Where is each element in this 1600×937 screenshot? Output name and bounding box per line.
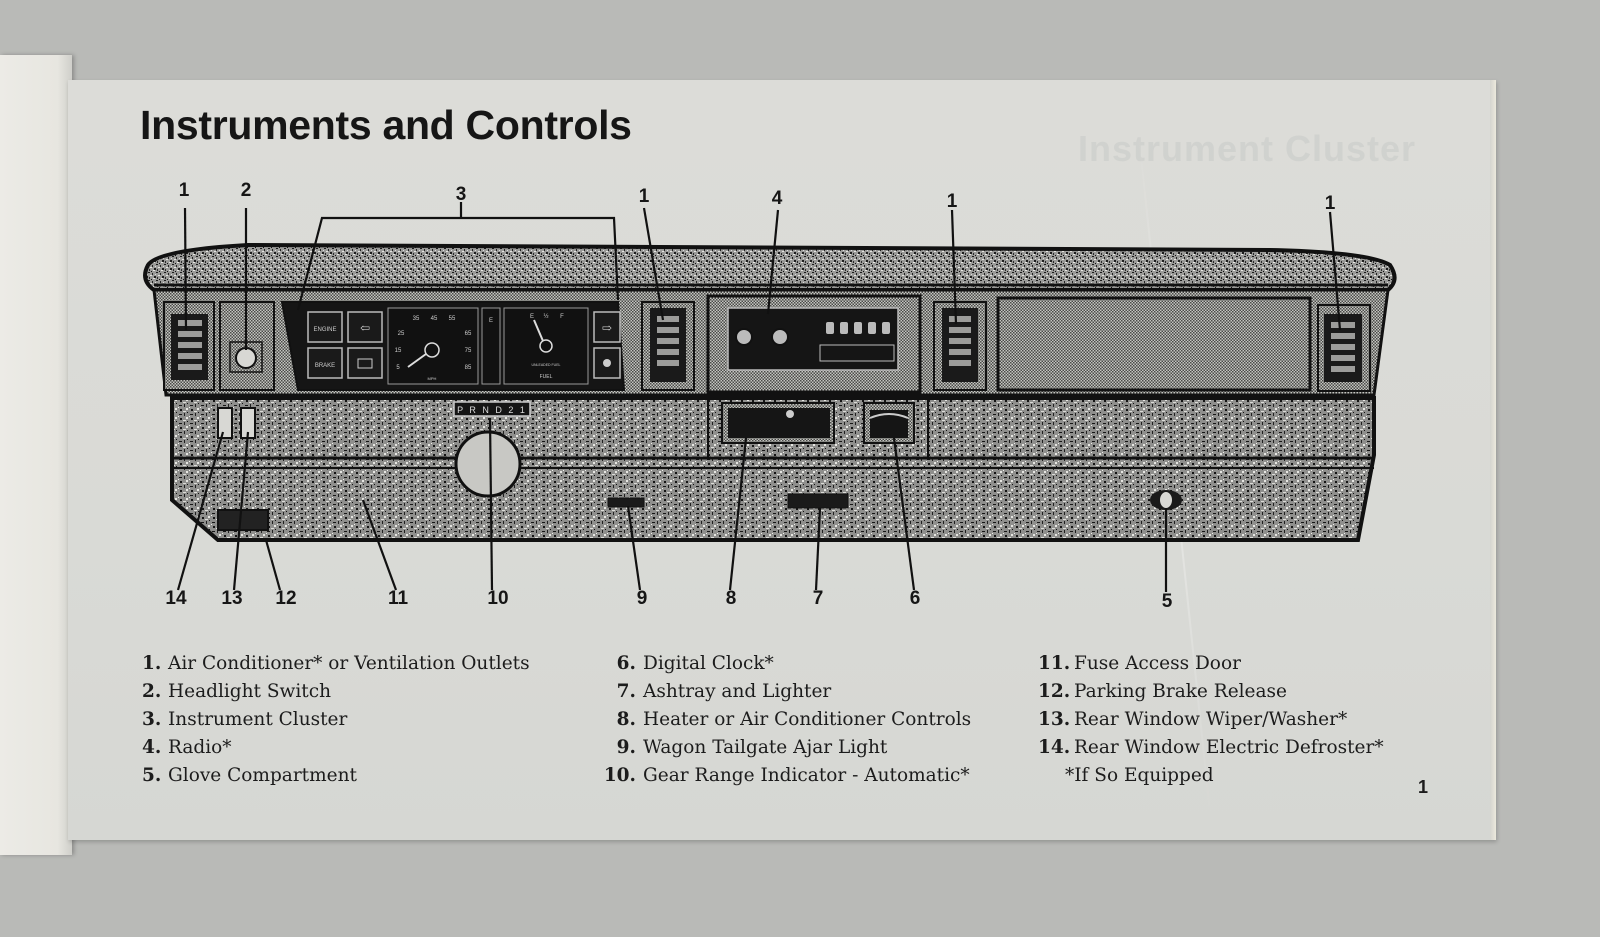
svg-text:½: ½	[543, 313, 548, 320]
callout-11: 11	[387, 588, 409, 609]
glove-box-lock	[1150, 490, 1182, 510]
svg-text:E: E	[530, 314, 534, 320]
svg-text:ENGINE: ENGINE	[313, 327, 336, 333]
svg-text:85: 85	[465, 365, 472, 371]
callout-2: 2	[240, 180, 252, 201]
digital-clock	[863, 402, 915, 444]
svg-text:E: E	[489, 318, 493, 324]
passenger-panel	[996, 296, 1312, 392]
rear-defroster-switch	[217, 407, 233, 439]
page-number: 1	[1418, 777, 1429, 797]
gear-range-indicator	[453, 401, 531, 417]
callout-13: 13	[221, 588, 243, 609]
dash-top-pad	[143, 242, 1397, 292]
facing-page-left	[0, 55, 72, 855]
legend-item: 10.Gear Range Indicator - Automatic*	[603, 765, 970, 786]
center-right-vent	[933, 301, 987, 391]
legend-item: 11.Fuse Access Door	[1038, 653, 1241, 674]
callout-1: 1	[178, 180, 190, 201]
callout-4: 4	[771, 188, 783, 209]
svg-text:25: 25	[398, 331, 405, 337]
legend-item: 7.Ashtray and Lighter	[616, 681, 832, 702]
page-edge	[1490, 80, 1496, 840]
legend-item: 5.Glove Compartment	[142, 765, 357, 786]
svg-text:UNLEADED FUEL: UNLEADED FUEL	[532, 363, 561, 367]
svg-text:5: 5	[396, 365, 400, 371]
callout-1: 1	[946, 191, 958, 212]
callout-8: 8	[725, 588, 737, 609]
legend-item: 1.Air Conditioner* or Ventilation Outlet…	[142, 653, 530, 674]
callout-9: 9	[636, 588, 648, 609]
svg-text:65: 65	[465, 331, 472, 337]
legend-item: 8.Heater or Air Conditioner Controls	[616, 709, 972, 730]
bleed-through-title: Instrument Cluster	[1078, 128, 1417, 169]
svg-text:55: 55	[449, 316, 456, 322]
callout-10: 10	[487, 588, 509, 609]
footnote: *If So Equipped	[1065, 765, 1214, 786]
legend-column-3: 11.Fuse Access Door 12.Parking Brake Rel…	[1038, 650, 1384, 790]
instrument-cluster: ENGINE BRAKE ⇦ 5 15 25 35 45 55 65 75 85…	[280, 301, 626, 391]
svg-text:F: F	[560, 314, 564, 320]
svg-text:FUEL: FUEL	[540, 374, 553, 380]
callout-12: 12	[275, 588, 297, 609]
callout-1: 1	[1324, 193, 1336, 214]
climate-controls	[721, 402, 835, 444]
legend-column-1: 1.Air Conditioner* or Ventilation Outlet…	[142, 650, 530, 790]
parking-brake-handle	[217, 509, 269, 531]
legend-item: 4.Radio*	[142, 737, 232, 758]
svg-text:⇦: ⇦	[360, 321, 370, 335]
svg-text:45: 45	[431, 316, 438, 322]
radio	[706, 294, 922, 394]
svg-text:75: 75	[465, 348, 472, 354]
right-vent	[1317, 304, 1371, 392]
svg-text:35: 35	[413, 316, 420, 322]
tailgate-ajar-light	[607, 497, 645, 508]
legend-item: 9.Wagon Tailgate Ajar Light	[616, 737, 888, 758]
legend-item: 12.Parking Brake Release	[1038, 681, 1287, 702]
left-vent	[163, 301, 215, 391]
svg-text:⇨: ⇨	[602, 321, 612, 335]
center-left-vent	[641, 301, 695, 391]
svg-text:P R N D 2 1: P R N D 2 1	[457, 405, 527, 415]
dashboard-diagram: ENGINE BRAKE ⇦ 5 15 25 35 45 55 65 75 85…	[143, 202, 1397, 592]
ashtray	[787, 493, 849, 509]
callout-6: 6	[909, 588, 921, 609]
legend-item: 6.Digital Clock*	[616, 653, 774, 674]
page-title: Instruments and Controls	[140, 102, 632, 148]
callout-5: 5	[1161, 591, 1173, 612]
callout-14: 14	[165, 588, 187, 609]
legend-item: 2.Headlight Switch	[142, 681, 331, 702]
legend-column-2: 6.Digital Clock* 7.Ashtray and Lighter 8…	[596, 650, 971, 790]
callout-7: 7	[812, 588, 824, 609]
steering-column	[454, 430, 522, 498]
callout-3: 3	[455, 184, 467, 205]
callout-1: 1	[638, 186, 650, 207]
legend-item: 14.Rear Window Electric Defroster*	[1038, 737, 1384, 758]
legend-item: 3.Instrument Cluster	[142, 709, 348, 730]
svg-text:MPH: MPH	[428, 376, 437, 381]
svg-text:BRAKE: BRAKE	[315, 363, 335, 369]
legend-item: 13.Rear Window Wiper/Washer*	[1038, 709, 1348, 730]
svg-text:15: 15	[395, 348, 402, 354]
manual-page: Instrument Cluster Instruments and Contr…	[68, 80, 1496, 840]
